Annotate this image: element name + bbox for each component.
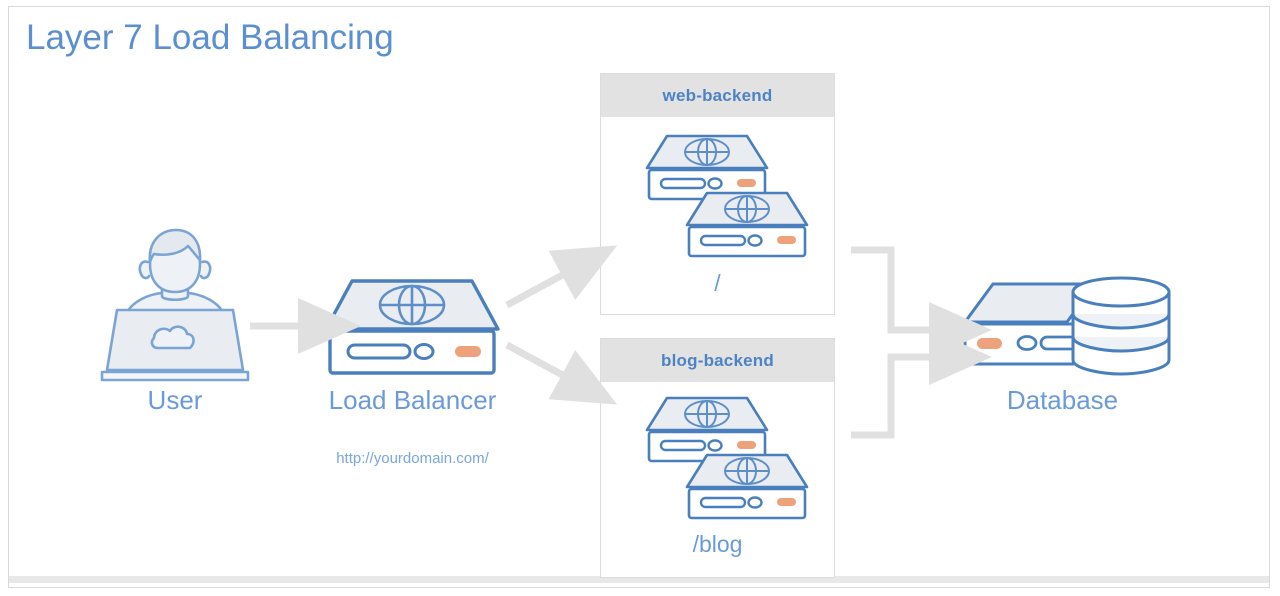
backend-box-blog-backend: blog-backend — [600, 338, 835, 578]
server-globe-icon — [645, 396, 809, 520]
cloud-icon — [150, 325, 195, 350]
backend-servers-blog-backend — [639, 394, 809, 524]
user-node — [100, 222, 250, 382]
backend-header-blog-backend: blog-backend — [601, 339, 834, 382]
load-balancer-node — [322, 275, 502, 380]
backend-title-web-backend: web-backend — [662, 85, 773, 105]
backend-path-blog-backend: /blog — [692, 531, 743, 557]
server-globe-icon — [645, 134, 809, 258]
load-balancer-url: http://yourdomain.com/ — [336, 450, 489, 467]
server-globe-icon — [324, 279, 500, 375]
user-label: User — [147, 385, 203, 415]
backend-header-web-backend: web-backend — [601, 74, 834, 117]
load-balancer-label: Load Balancer — [328, 385, 497, 415]
database-server-icon — [963, 276, 1171, 376]
database-node — [955, 272, 1171, 382]
backend-path-web-backend: / — [714, 270, 721, 296]
card-footer-bar — [9, 576, 1269, 583]
backend-title-blog-backend: blog-backend — [661, 350, 774, 370]
backend-servers-web-backend — [639, 132, 809, 262]
page-title: Layer 7 Load Balancing — [26, 18, 394, 57]
user-laptop-icon — [100, 228, 250, 382]
backend-box-web-backend: web-backend — [600, 73, 835, 315]
database-label: Database — [1006, 385, 1119, 415]
